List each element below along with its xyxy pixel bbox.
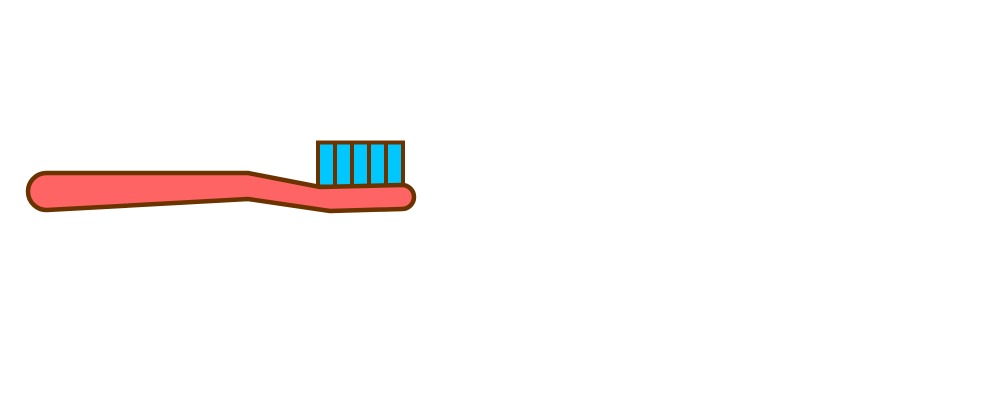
bristle-block <box>316 140 405 189</box>
toothbrush-handle <box>25 170 417 214</box>
toothbrush-icon <box>25 140 417 214</box>
bristle-dividers <box>333 143 388 186</box>
